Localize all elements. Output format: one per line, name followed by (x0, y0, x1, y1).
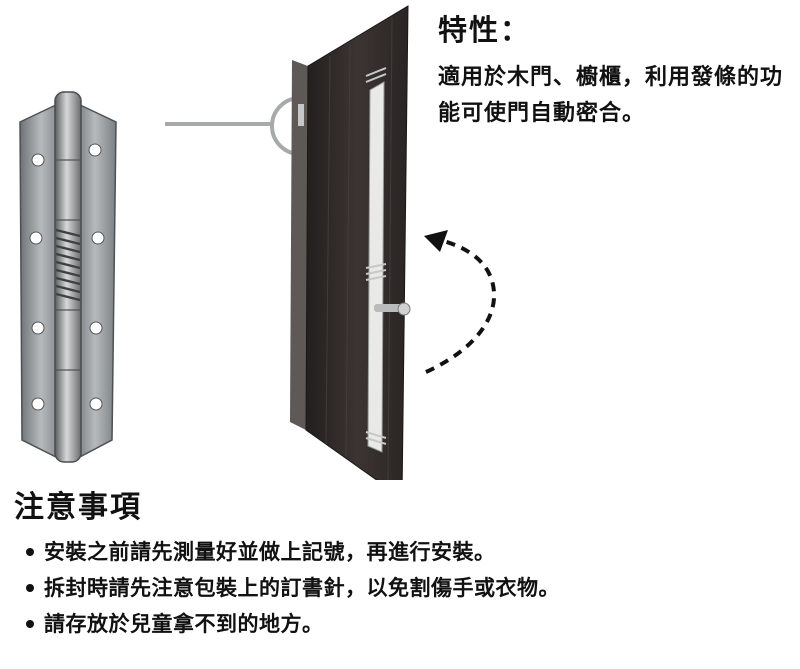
bullet-icon (26, 548, 34, 556)
notice-section: 注意事項 安裝之前請先測量好並做上記號，再進行安裝。 拆封時請先注意包裝上的訂書… (14, 486, 794, 642)
bullet-icon (26, 584, 34, 592)
notice-list: 安裝之前請先測量好並做上記號，再進行安裝。 拆封時請先注意包裝上的訂書針，以免割… (14, 534, 794, 642)
product-illustration (19, 5, 497, 480)
notice-item: 安裝之前請先測量好並做上記號，再進行安裝。 (14, 534, 794, 570)
spring-hinge-image (19, 91, 117, 463)
bullet-icon (26, 620, 34, 628)
features-section: 特性： 適用於木門、櫥櫃，利用發條的功能可使門自動密合。 (438, 10, 793, 132)
swing-arrow-icon (424, 230, 497, 374)
features-description: 適用於木門、櫥櫃，利用發條的功能可使門自動密合。 (438, 65, 784, 126)
features-title: 特性： (438, 13, 532, 47)
door-image (290, 5, 411, 480)
notice-item: 請存放於兒童拿不到的地方。 (14, 606, 794, 642)
notice-item: 拆封時請先注意包裝上的訂書針，以免割傷手或衣物。 (14, 570, 794, 606)
notice-item-text: 請存放於兒童拿不到的地方。 (44, 612, 324, 636)
notice-title: 注意事項 (14, 490, 142, 525)
notice-item-text: 安裝之前請先測量好並做上記號，再進行安裝。 (44, 540, 496, 564)
notice-item-text: 拆封時請先注意包裝上的訂書針，以免割傷手或衣物。 (44, 576, 560, 600)
